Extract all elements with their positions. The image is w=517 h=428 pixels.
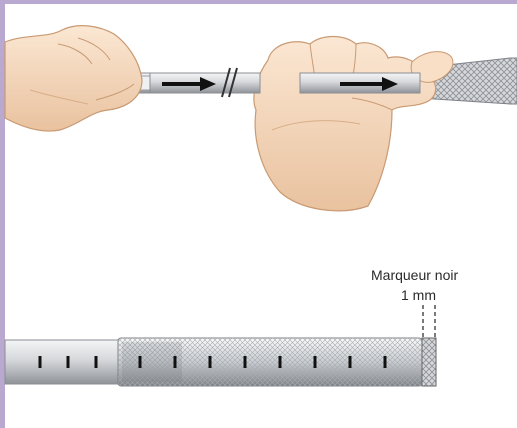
right-hand xyxy=(254,37,436,211)
frame-left-border xyxy=(0,0,5,428)
outer-tube xyxy=(5,340,125,384)
hands-on-tube-illustration xyxy=(5,26,517,211)
marker-guide-lines xyxy=(423,305,435,338)
frame-top-border xyxy=(0,0,517,4)
black-marker-tip xyxy=(422,338,436,386)
left-hand xyxy=(5,26,142,131)
sheath-detail-illustration xyxy=(5,305,436,386)
marker-size-label: 1 mm xyxy=(401,287,436,303)
marker-title-label: Marqueur noir xyxy=(371,267,458,283)
